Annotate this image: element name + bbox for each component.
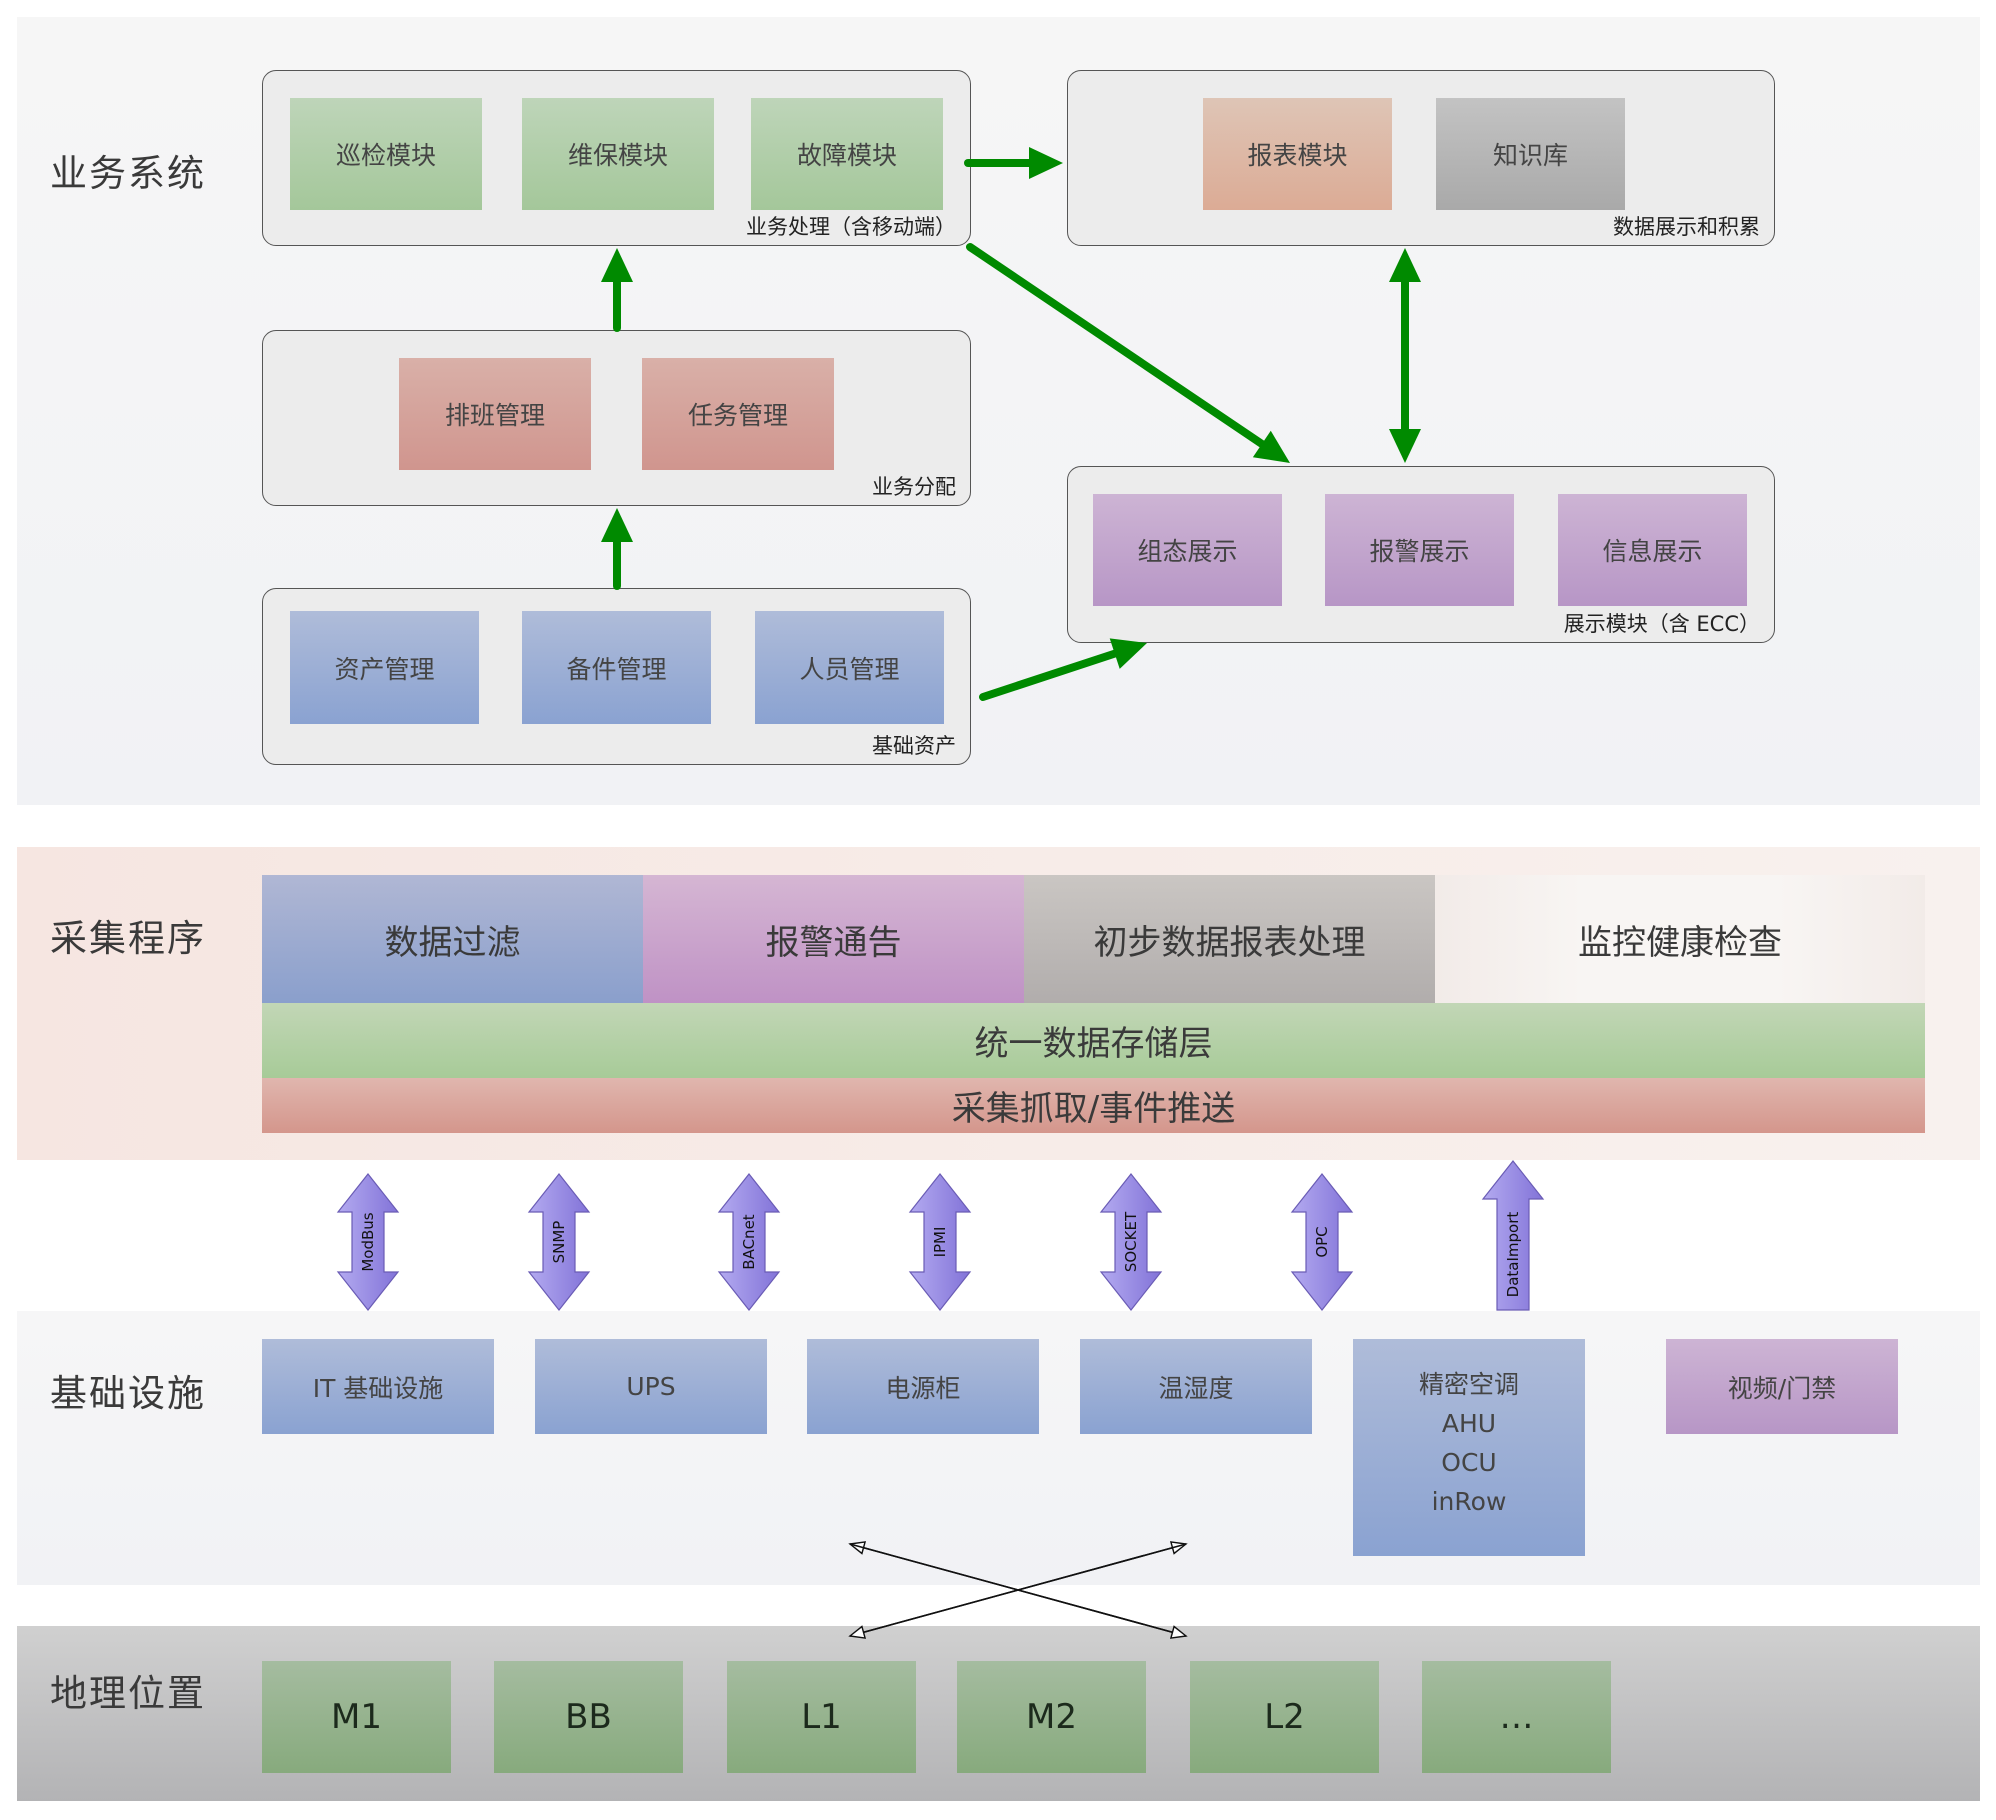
hvac-line-ahu: AHU bbox=[1441, 1409, 1497, 1438]
flow-arrows bbox=[601, 147, 1421, 701]
group-business-assignment: 业务分配 bbox=[262, 330, 971, 506]
arrow-processing-to-display bbox=[966, 243, 1290, 463]
module-inspection[interactable]: 巡检模块 bbox=[290, 98, 482, 210]
location-mapping-arrows bbox=[848, 1541, 1188, 1639]
module-info-display[interactable]: 信息展示 bbox=[1558, 494, 1747, 606]
module-task-management[interactable]: 任务管理 bbox=[642, 358, 834, 470]
module-spare-parts[interactable]: 备件管理 bbox=[522, 611, 711, 724]
group-label-processing: 业务处理（含移动端） bbox=[746, 215, 956, 239]
hvac-line-precision-ac: 精密空调 bbox=[1418, 1370, 1519, 1399]
location-m2[interactable]: M2 bbox=[957, 1661, 1146, 1773]
module-fault[interactable]: 故障模块 bbox=[751, 98, 943, 210]
infra-temp-humidity[interactable]: 温湿度 bbox=[1080, 1339, 1312, 1434]
protocol-label: DataImport bbox=[1504, 1212, 1522, 1298]
protocol-arrow-socket: SOCKET bbox=[1099, 1173, 1163, 1311]
group-data-display: 数据展示和积累 bbox=[1067, 70, 1775, 246]
protocol-arrow-dataimport: DataImport bbox=[1481, 1160, 1545, 1311]
arrow-processing-to-data-display bbox=[964, 147, 1063, 179]
location-more[interactable]: … bbox=[1422, 1661, 1611, 1773]
location-l2[interactable]: L2 bbox=[1190, 1661, 1379, 1773]
layer-unified-storage[interactable]: 统一数据存储层 bbox=[262, 1003, 1925, 1078]
infra-hvac[interactable]: 精密空调 AHU OCU inRow bbox=[1353, 1339, 1585, 1556]
protocol-label: SNMP bbox=[550, 1221, 568, 1264]
hvac-line-inrow: inRow bbox=[1431, 1487, 1507, 1516]
module-alarm-display[interactable]: 报警展示 bbox=[1325, 494, 1514, 606]
protocol-label: IPMI bbox=[931, 1227, 949, 1258]
infra-video-access[interactable]: 视频/门禁 bbox=[1666, 1339, 1898, 1434]
group-label-display: 展示模块（含 ECC） bbox=[1563, 612, 1760, 636]
layer-report-processing[interactable]: 初步数据报表处理 bbox=[1024, 875, 1435, 1003]
module-maintenance[interactable]: 维保模块 bbox=[522, 98, 714, 210]
module-shift-scheduling[interactable]: 排班管理 bbox=[399, 358, 591, 470]
module-asset-management[interactable]: 资产管理 bbox=[290, 611, 479, 724]
section-title-collection: 采集程序 bbox=[50, 917, 206, 960]
section-title-infrastructure: 基础设施 bbox=[50, 1372, 206, 1415]
protocol-label: SOCKET bbox=[1122, 1211, 1140, 1272]
protocol-label: ModBus bbox=[359, 1212, 377, 1271]
infra-ups[interactable]: UPS bbox=[535, 1339, 767, 1434]
module-knowledge-base[interactable]: 知识库 bbox=[1436, 98, 1625, 210]
location-l1[interactable]: L1 bbox=[727, 1661, 916, 1773]
protocol-arrow-opc: OPC bbox=[1290, 1173, 1354, 1311]
module-config-display[interactable]: 组态展示 bbox=[1093, 494, 1282, 606]
hvac-line-ocu: OCU bbox=[1441, 1448, 1497, 1477]
protocol-arrow-snmp: SNMP bbox=[527, 1173, 591, 1311]
infra-power-cabinet[interactable]: 电源柜 bbox=[807, 1339, 1039, 1434]
protocol-label: OPC bbox=[1313, 1226, 1331, 1257]
section-title-geography: 地理位置 bbox=[50, 1672, 206, 1715]
location-m1[interactable]: M1 bbox=[262, 1661, 451, 1773]
module-personnel[interactable]: 人员管理 bbox=[755, 611, 944, 724]
cross-arrow-to-lower-right bbox=[849, 1543, 1188, 1639]
protocol-arrow-ipmi: IPMI bbox=[908, 1173, 972, 1311]
protocol-arrow-bacnet: BACnet bbox=[717, 1173, 781, 1311]
group-label-data-display: 数据展示和积累 bbox=[1613, 215, 1760, 239]
layer-capture-push[interactable]: 采集抓取/事件推送 bbox=[262, 1078, 1925, 1133]
arrow-assets-to-assignment bbox=[601, 508, 633, 590]
module-reports[interactable]: 报表模块 bbox=[1203, 98, 1392, 210]
arrow-assignment-to-processing bbox=[601, 248, 633, 332]
protocol-arrow-modbus: ModBus bbox=[336, 1173, 400, 1311]
arrow-data-display-display bbox=[1389, 248, 1421, 463]
protocol-arrows: ModBus SNMP BACnet IPMI SOCKET OPC DataImport bbox=[336, 1160, 1545, 1311]
infra-it[interactable]: IT 基础设施 bbox=[262, 1339, 494, 1434]
protocol-label: BACnet bbox=[740, 1214, 758, 1269]
arrow-assets-to-display bbox=[979, 638, 1147, 701]
layer-alarm-notify[interactable]: 报警通告 bbox=[643, 875, 1024, 1003]
layer-health-check[interactable]: 监控健康检查 bbox=[1435, 875, 1925, 1003]
group-label-assets: 基础资产 bbox=[872, 734, 956, 758]
location-bb[interactable]: BB bbox=[494, 1661, 683, 1773]
section-title-business: 业务系统 bbox=[50, 152, 206, 195]
layer-data-filter[interactable]: 数据过滤 bbox=[262, 875, 643, 1003]
group-label-assignment: 业务分配 bbox=[872, 475, 956, 499]
